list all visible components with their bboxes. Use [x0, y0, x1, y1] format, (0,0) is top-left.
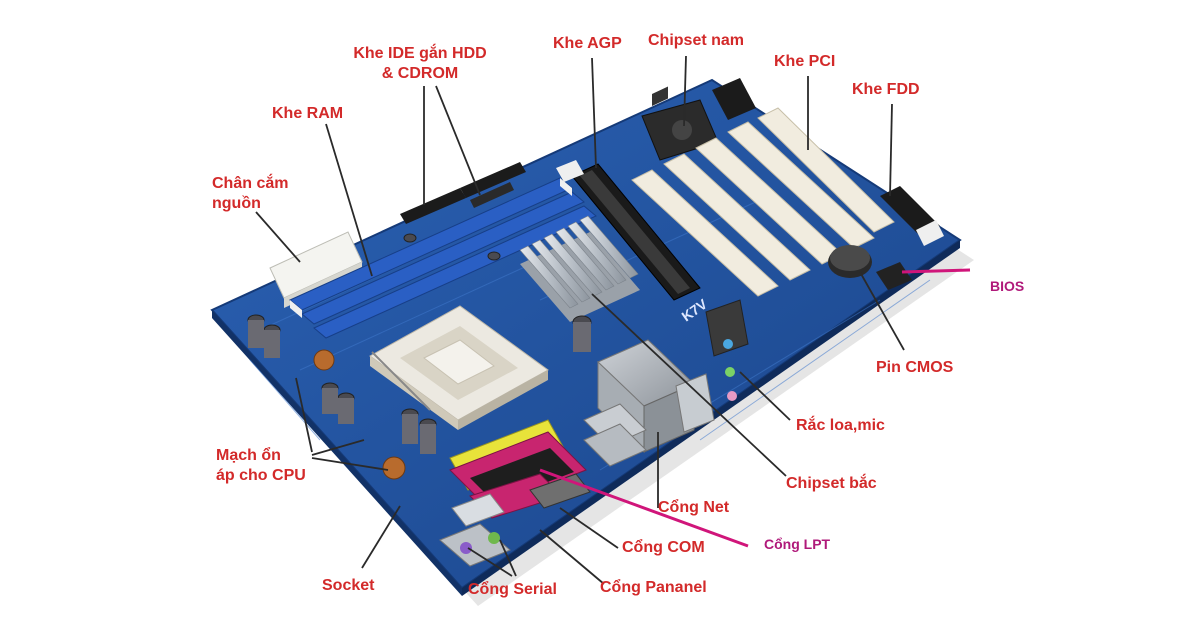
label-khe-ide: Khe IDE gắn HDD & CDROM	[338, 44, 502, 84]
top-header	[556, 78, 756, 182]
label-cong-com: Cổng COM	[622, 539, 705, 556]
label-socket: Socket	[322, 577, 375, 594]
label-cong-lpt: Cổng LPT	[764, 536, 831, 552]
label-mach-on-ap: Mạch ổn áp cho CPU	[216, 446, 306, 486]
ram-slots	[289, 177, 597, 339]
label-bios: BIOS	[990, 278, 1025, 294]
label-cong-serial: Cổng Serial	[468, 581, 557, 598]
label-cong-net: Cổng Net	[658, 499, 730, 516]
agp-slot	[571, 163, 701, 301]
cmos-battery	[828, 245, 872, 278]
label-khe-ide-line-1: Khe IDE gắn HDD	[353, 45, 487, 62]
label-khe-pci: Khe PCI	[774, 53, 836, 70]
label-cong-pananel: Cổng Pananel	[600, 579, 707, 596]
label-mach-on-ap-line-1: Mạch ổn	[216, 447, 281, 464]
inductor-coils	[313, 349, 406, 480]
capacitors	[247, 233, 592, 454]
label-pin-cmos: Pin CMOS	[876, 359, 954, 376]
label-khe-ide-line-2: & CDROM	[381, 65, 459, 82]
label-khe-agp: Khe AGP	[553, 35, 622, 52]
label-chipset-bac: Chipset bắc	[786, 475, 877, 492]
label-khe-ram: Khe RAM	[272, 105, 344, 122]
label-chipset-nam: Chipset nam	[648, 32, 745, 49]
cpu-socket	[369, 305, 549, 430]
label-chan-cam-nguon-line-2: nguồn	[212, 195, 261, 212]
label-khe-fdd: Khe FDD	[852, 81, 920, 98]
label-chan-cam-nguon: Chân cắm nguồn	[212, 174, 288, 214]
label-rac-loa-mic: Rắc loa,mic	[796, 417, 885, 434]
label-chan-cam-nguon-line-1: Chân cắm	[212, 175, 289, 192]
label-mach-on-ap-line-2: áp cho CPU	[216, 467, 306, 484]
fdd-connector	[880, 186, 944, 246]
